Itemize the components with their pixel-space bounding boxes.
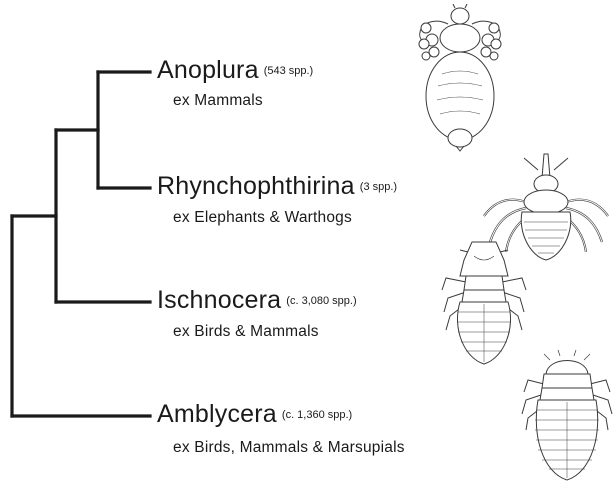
chewing-louse-illustration (438, 238, 530, 368)
species-count: (c. 3,080 spp.) (286, 295, 356, 307)
taxon-name: Ischnocera (157, 286, 281, 314)
species-count: (c. 1,360 spp.) (282, 409, 352, 421)
amblyceran-louse-illustration (520, 348, 614, 484)
taxon-name: Rhynchophthirina (157, 172, 355, 200)
taxon-label-anoplura: Anoplura (543 spp.) (157, 58, 313, 83)
species-count: (543 spp.) (264, 65, 314, 77)
host-label-ischnocera: ex Birds & Mammals (173, 324, 319, 340)
taxon-label-rhynchophthirina: Rhynchophthirina (3 spp.) (157, 174, 397, 199)
taxon-label-amblycera: Amblycera (c. 1,360 spp.) (157, 402, 352, 427)
taxon-label-ischnocera: Ischnocera (c. 3,080 spp.) (157, 288, 357, 313)
host-label-anoplura: ex Mammals (173, 93, 263, 109)
sucking-louse-illustration (412, 4, 508, 152)
species-count: (3 spp.) (360, 181, 397, 193)
host-label-amblycera: ex Birds, Mammals & Marsupials (173, 440, 405, 456)
taxon-name: Anoplura (157, 56, 259, 84)
taxon-name: Amblycera (157, 400, 277, 428)
host-label-rhynchophthirina: ex Elephants & Warthogs (173, 210, 352, 226)
